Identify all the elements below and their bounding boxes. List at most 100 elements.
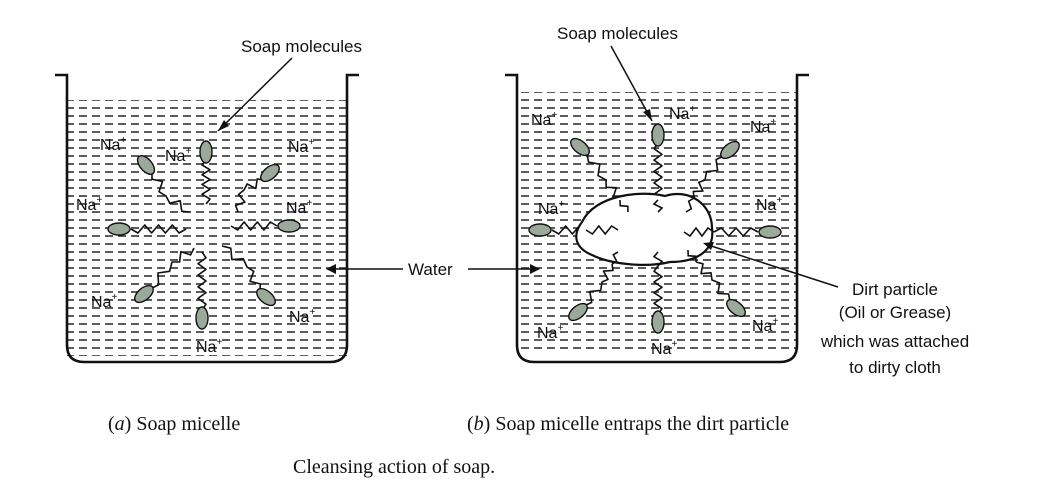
micelle-a — [107, 140, 301, 330]
ionic-head — [528, 223, 552, 237]
labels: Soap molecules Soap molecules Water Dirt… — [217, 24, 969, 377]
soap-molecule — [651, 123, 665, 201]
soap-molecule — [199, 140, 213, 205]
dirt-particle — [575, 192, 714, 266]
hydrocarbon-tail — [151, 171, 191, 213]
sodium-ion: Na+ — [669, 104, 695, 123]
tail-inside-dirt — [652, 251, 664, 267]
hydrocarbon-tail — [234, 178, 265, 213]
arrow-head-icon — [643, 109, 652, 121]
hydrocarbon-tail — [221, 245, 262, 293]
ionic-head — [758, 225, 782, 239]
hydrocarbon-tail — [586, 152, 621, 201]
beaker-b — [505, 73, 809, 364]
ionic-head — [720, 140, 740, 160]
ionic-head — [568, 302, 588, 322]
soap-molecule — [134, 247, 195, 304]
ionic-head — [136, 155, 156, 175]
hydrocarbon-tail — [583, 263, 614, 307]
ionic-head — [726, 298, 746, 318]
dirt-label-line1: Dirt particle — [852, 280, 938, 299]
ionic-head — [651, 123, 665, 147]
ionic-head — [199, 140, 213, 164]
caption-b-letter: b — [474, 413, 484, 435]
soap-molecule — [528, 223, 587, 237]
tail-inside-dirt — [683, 226, 715, 238]
soap-molecules-arrow-b — [610, 45, 653, 122]
sodium-ion: Na+ — [289, 307, 315, 326]
caption-a-letter: a — [115, 413, 125, 435]
sodium-ions: Na+ Na+ Na+ Na+ Na+ Na+ Na+ Na+ Na+ Na+ Na+ Na+ Na+ N… — [76, 104, 782, 358]
hydrocarbon-tail — [149, 247, 195, 290]
dirt-label-line4: to dirty cloth — [849, 358, 941, 377]
arrow-head-icon — [218, 120, 229, 131]
micelle-b — [528, 123, 782, 334]
sodium-ion: Na+ — [537, 323, 563, 342]
soap-molecule — [230, 219, 301, 233]
ionic-head — [256, 287, 276, 307]
soap-molecule — [136, 155, 191, 213]
tail-inside-dirt — [585, 224, 619, 236]
soap-molecule — [651, 265, 665, 334]
ionic-head — [195, 306, 209, 330]
soap-molecules-label-b: Soap molecules — [557, 24, 678, 43]
tail-inside-dirt — [619, 199, 629, 213]
arrow-head-icon — [530, 264, 540, 274]
soap-molecule — [692, 140, 740, 199]
soap-molecule — [570, 137, 621, 201]
beaker-a — [55, 73, 359, 364]
sodium-ion: Na+ — [165, 146, 191, 165]
tail-inside-dirt — [687, 249, 697, 263]
captions: (a) Soap micelle (b) Soap micelle entrap… — [108, 413, 789, 478]
micelle-b-inner-tails — [585, 197, 715, 267]
tail-inside-dirt — [685, 197, 695, 213]
soap-molecule — [107, 222, 187, 236]
ionic-head — [107, 222, 131, 236]
arrow-head-icon — [326, 264, 336, 274]
ionic-head — [570, 137, 590, 157]
hydrocarbon-tail — [695, 261, 731, 303]
sodium-ion: Na+ — [538, 199, 564, 218]
soap-molecule — [195, 251, 209, 330]
sodium-ion: Na+ — [651, 339, 677, 358]
sodium-ion: Na+ — [91, 292, 117, 311]
beaker-b-outline — [505, 73, 809, 364]
hydrocarbon-tail — [653, 265, 663, 315]
dirt-label-line2: (Oil or Grease) — [839, 303, 951, 322]
caption-a-text: Soap micelle — [136, 413, 240, 435]
water-label: Water — [408, 260, 453, 279]
ionic-head — [260, 163, 280, 183]
sodium-ion: Na+ — [288, 137, 314, 156]
sodium-ion: Na+ — [531, 110, 557, 129]
dirt-particle-arrow — [704, 243, 839, 288]
hydrocarbon-tail — [230, 221, 278, 231]
tail-inside-dirt — [652, 199, 664, 213]
arrow-head-icon — [703, 242, 714, 250]
soap-molecules-arrow-a — [217, 57, 293, 132]
sodium-ion: Na+ — [100, 135, 126, 154]
sodium-ion: Na+ — [752, 316, 778, 335]
sodium-ion: Na+ — [750, 117, 776, 136]
soap-molecule — [568, 263, 614, 322]
ionic-head — [277, 219, 301, 233]
soap-molecule — [221, 245, 276, 307]
sodium-ion: Na+ — [196, 337, 222, 356]
tail-inside-dirt — [611, 251, 619, 265]
hydrocarbon-tail — [713, 227, 759, 237]
caption-a: (a) Soap micelle — [108, 413, 240, 435]
hydrocarbon-tail — [197, 251, 207, 311]
ionic-head — [651, 310, 665, 334]
hydrocarbon-tail — [130, 224, 187, 234]
figure-caption: Cleansing action of soap. — [293, 456, 495, 478]
sodium-ion: Na+ — [76, 195, 102, 214]
hydrocarbon-tail — [201, 159, 211, 205]
caption-b-text: Soap micelle entraps the dirt particle — [495, 413, 789, 435]
sodium-ion: Na+ — [286, 198, 312, 217]
dirt-label-line3: which was attached — [820, 332, 969, 351]
soap-molecules-label-a: Soap molecules — [241, 37, 362, 56]
soap-molecule — [234, 163, 280, 213]
hydrocarbon-tail — [692, 155, 725, 199]
soap-molecule — [713, 225, 782, 239]
hydrocarbon-tail — [653, 142, 663, 201]
